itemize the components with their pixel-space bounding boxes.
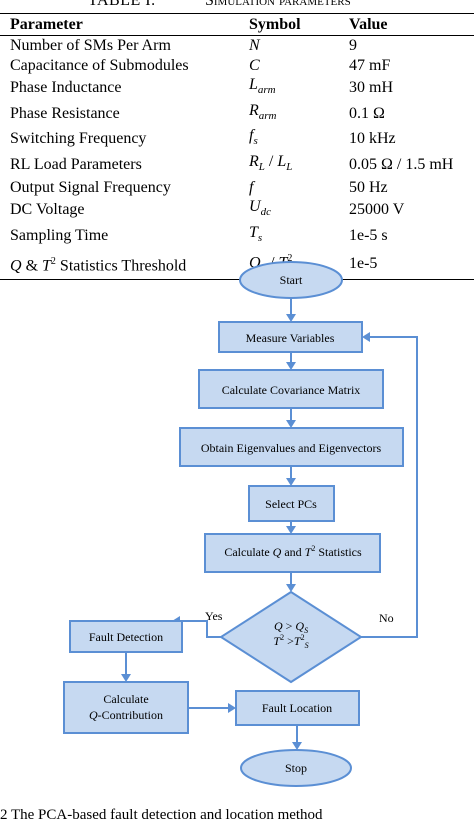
- table-row: Phase Resistance Rarm 0.1 Ω: [0, 101, 474, 127]
- stop-node: Stop: [240, 749, 352, 787]
- arrowhead: [286, 584, 296, 592]
- table-row: Number of SMs Per Arm N 9: [0, 36, 474, 56]
- param-value: 30 mH: [349, 79, 393, 97]
- param-value: 1e-5 s: [349, 227, 388, 245]
- table-row: Phase Inductance Larm 30 mH: [0, 75, 474, 101]
- param-name: Sampling Time: [10, 227, 109, 245]
- param-symbol: Udc: [249, 198, 271, 219]
- arrowhead: [362, 332, 370, 342]
- eigen-box: Obtain Eigenvalues and Eigenvectors: [179, 427, 404, 467]
- svg-text:Start: Start: [280, 273, 303, 287]
- svg-text:T2 >T2S: T2 >T2S: [273, 633, 308, 650]
- param-value: 47 mF: [349, 56, 391, 74]
- param-symbol: fs: [249, 127, 258, 148]
- threshold-decision: Q > QS T2 >T2S: [219, 590, 363, 684]
- svg-text:Calculate Q and T2 Statistics: Calculate Q and T2 Statistics: [224, 544, 362, 559]
- table-row: Sampling Time Ts 1e-5 s: [0, 223, 474, 249]
- param-symbol: C: [249, 56, 260, 74]
- param-symbol: RL / LL: [249, 153, 293, 174]
- svg-text:Calculate Covariance Matrix: Calculate Covariance Matrix: [222, 383, 361, 397]
- connector-yes: [180, 620, 221, 638]
- connector-no-loop: [361, 336, 418, 638]
- svg-text:Obtain Eigenvalues and Eigenve: Obtain Eigenvalues and Eigenvectors: [201, 441, 382, 455]
- table-header-row: Parameter Symbol Value: [0, 13, 474, 36]
- param-name: Phase Resistance: [10, 104, 120, 122]
- table-caption: TABLE I. Simulation parameters: [0, 0, 474, 10]
- header-value: Value: [349, 16, 388, 33]
- param-value: 25000 V: [349, 201, 405, 219]
- q-contribution-box: Calculate Q-Contribution: [63, 681, 189, 734]
- simulation-parameters-table: Parameter Symbol Value Number of SMs Per…: [0, 13, 474, 280]
- select-pcs-box: Select PCs: [248, 485, 335, 522]
- svg-text:Fault Detection: Fault Detection: [89, 630, 163, 644]
- svg-text:Stop: Stop: [285, 761, 307, 775]
- param-name: Output Signal Frequency: [10, 178, 171, 196]
- table-title: Simulation parameters: [205, 0, 351, 9]
- no-label: No: [379, 611, 394, 625]
- param-value: 0.1 Ω: [349, 104, 385, 122]
- param-symbol: Ts: [249, 223, 263, 245]
- start-node: Start: [239, 261, 343, 299]
- table-row: RL Load Parameters RL / LL 0.05 Ω / 1.5 …: [0, 152, 474, 178]
- param-value: 0.05 Ω / 1.5 mH: [349, 156, 454, 174]
- svg-text:Measure Variables: Measure Variables: [246, 331, 335, 345]
- param-name: Capacitance of Submodules: [10, 56, 189, 74]
- arrowhead: [286, 478, 296, 486]
- param-symbol: f: [249, 178, 254, 196]
- fault-detection-box: Fault Detection: [69, 620, 183, 653]
- param-name: Switching Frequency: [10, 130, 147, 148]
- svg-text:Calculate: Calculate: [103, 692, 148, 706]
- param-name: RL Load Parameters: [10, 156, 142, 174]
- table-row: Capacitance of Submodules C 47 mF: [0, 56, 474, 76]
- param-symbol: Rarm: [249, 101, 277, 122]
- param-value: 10 kHz: [349, 130, 396, 148]
- svg-text:Select PCs: Select PCs: [265, 497, 317, 511]
- param-name: Phase Inductance: [10, 79, 122, 97]
- svg-text:Q > QS: Q > QS: [274, 619, 308, 635]
- arrowhead: [286, 420, 296, 428]
- table-row: Switching Frequency fs 10 kHz: [0, 126, 474, 152]
- param-value: 50 Hz: [349, 178, 388, 196]
- figure-caption: 2 The PCA-based fault detection and loca…: [0, 807, 323, 823]
- table-row: Q & T2 Statistics Threshold QS / T2S 1e-…: [0, 248, 474, 280]
- measure-variables-box: Measure Variables: [218, 321, 363, 353]
- param-name: DC Voltage: [10, 201, 85, 219]
- param-name: Q & T2 Statistics Threshold: [0, 248, 249, 280]
- arrowhead: [286, 314, 296, 322]
- param-name: Number of SMs Per Arm: [10, 37, 171, 54]
- param-value: 1e-5: [349, 248, 474, 280]
- statistics-box: Calculate Q and T2 Statistics: [204, 533, 381, 573]
- arrowhead: [286, 362, 296, 370]
- table-row: Output Signal Frequency f 50 Hz: [0, 178, 474, 198]
- header-symbol: Symbol: [249, 16, 301, 33]
- arrowhead: [121, 674, 131, 682]
- param-symbol: Larm: [249, 76, 276, 97]
- table-number: TABLE I.: [88, 0, 156, 9]
- param-value: 9: [349, 37, 357, 54]
- header-parameter: Parameter: [10, 16, 83, 33]
- fault-location-box: Fault Location: [235, 690, 360, 726]
- covariance-box: Calculate Covariance Matrix: [198, 369, 384, 409]
- arrowhead: [228, 703, 236, 713]
- table-row: DC Voltage Udc 25000 V: [0, 197, 474, 223]
- yes-label: Yes: [205, 609, 223, 623]
- svg-text:Fault Location: Fault Location: [262, 701, 332, 715]
- param-symbol: N: [249, 37, 260, 54]
- arrowhead: [286, 526, 296, 534]
- arrowhead: [292, 742, 302, 750]
- svg-text:Q-Contribution: Q-Contribution: [89, 708, 163, 722]
